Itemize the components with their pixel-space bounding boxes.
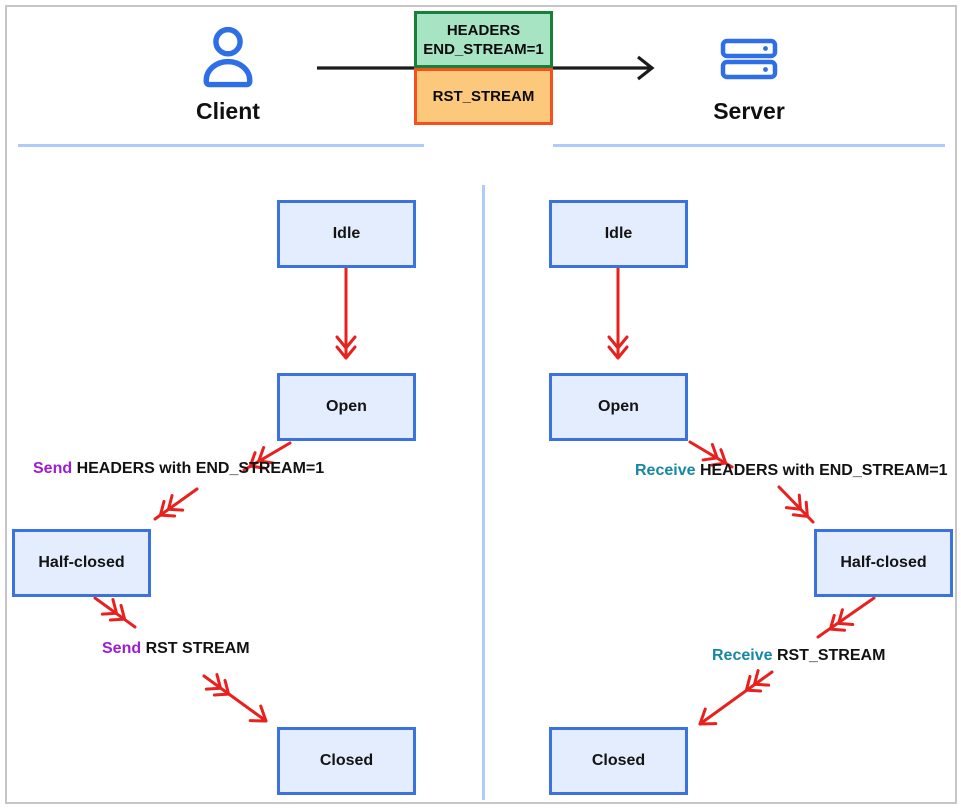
client-label: Client — [196, 98, 260, 124]
client-state-open: Open — [277, 373, 416, 441]
center-divider — [482, 185, 485, 800]
state-label: Closed — [319, 752, 374, 769]
headers-frame-box: HEADERS END_STREAM=1 — [414, 11, 553, 68]
rst-frame-label: RST_STREAM — [432, 88, 535, 105]
server-icon — [720, 38, 778, 80]
server-state-open: Open — [549, 373, 688, 441]
server-section-underline — [553, 144, 945, 147]
state-label: Half-closed — [840, 554, 927, 571]
client-state-idle: Idle — [277, 200, 416, 268]
client-transition-send-rst: Send RST STREAM — [102, 640, 250, 658]
state-label: Idle — [604, 225, 633, 242]
receive-keyword: Receive — [712, 647, 773, 664]
server-transition-receive-rst: Receive RST_STREAM — [712, 647, 885, 665]
transition-text: HEADERS with END_STREAM=1 — [695, 462, 948, 479]
client-transition-send-headers: Send HEADERS with END_STREAM=1 — [33, 460, 324, 478]
state-label: Open — [598, 398, 639, 415]
send-keyword: Send — [33, 460, 73, 477]
state-label: Idle — [332, 225, 361, 242]
client-state-closed: Closed — [277, 727, 416, 795]
state-label: Closed — [591, 752, 646, 769]
server-state-idle: Idle — [549, 200, 688, 268]
rst-frame-box: RST_STREAM — [414, 68, 553, 125]
client-section-underline — [18, 144, 424, 147]
send-keyword: Send — [102, 640, 142, 657]
server-label: Server — [713, 98, 785, 124]
server-state-closed: Closed — [549, 727, 688, 795]
state-label: Half-closed — [38, 554, 125, 571]
transition-text: RST_STREAM — [772, 647, 886, 664]
outer-frame — [5, 5, 957, 804]
transition-text: RST STREAM — [141, 640, 250, 657]
state-label: Open — [326, 398, 367, 415]
client-person-icon — [203, 26, 253, 88]
server-transition-receive-headers: Receive HEADERS with END_STREAM=1 — [635, 462, 948, 480]
client-state-half-closed: Half-closed — [12, 529, 151, 597]
receive-keyword: Receive — [635, 462, 696, 479]
transition-text: HEADERS with END_STREAM=1 — [72, 460, 325, 477]
server-state-half-closed: Half-closed — [814, 529, 953, 597]
headers-frame-line2: END_STREAM=1 — [423, 40, 544, 58]
headers-frame-line1: HEADERS — [446, 21, 521, 39]
